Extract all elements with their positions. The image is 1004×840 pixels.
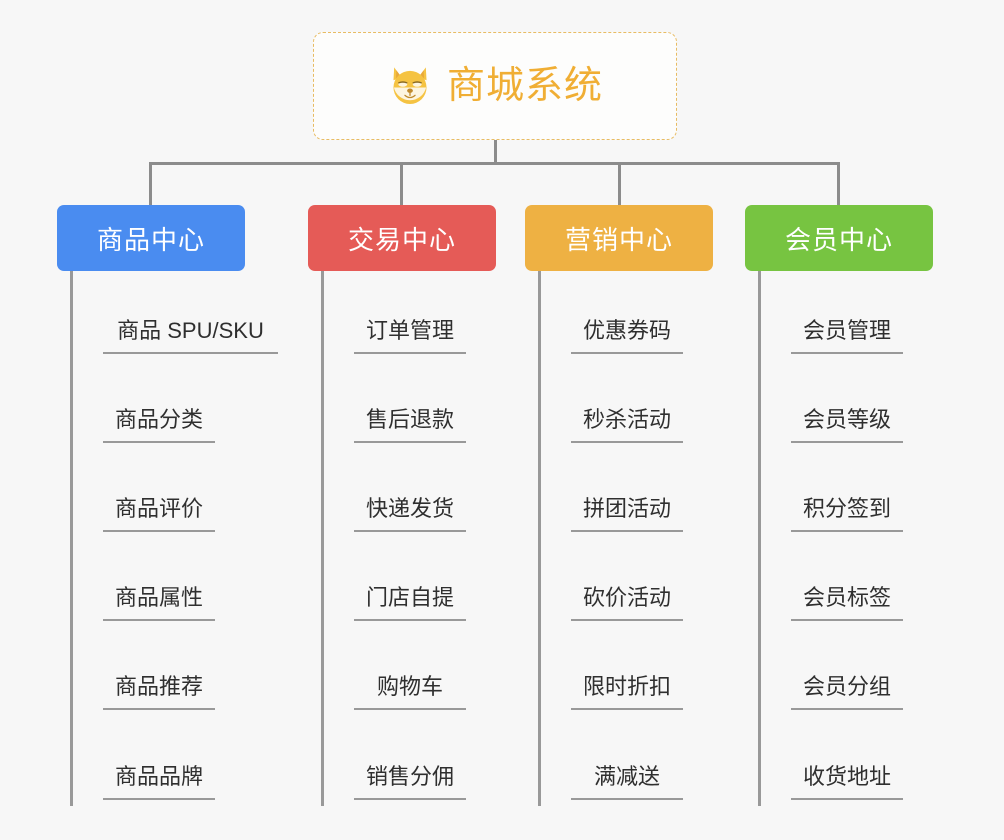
leaf-item[interactable]: 商品 SPU/SKU [70, 271, 278, 360]
leaf-label: 会员分组 [791, 669, 903, 710]
leaf-item[interactable]: 快递发货 [321, 449, 466, 538]
leaf-item[interactable]: 售后退款 [321, 360, 466, 449]
leaf-label: 售后退款 [354, 402, 466, 443]
leaf-label: 快递发货 [354, 491, 466, 532]
leaf-item[interactable]: 会员等级 [758, 360, 903, 449]
connector-branch-4-stem [837, 162, 840, 205]
branch-header-member-center[interactable]: 会员中心 [745, 205, 933, 271]
leaf-item[interactable]: 会员分组 [758, 627, 903, 716]
branch-header-marketing-center[interactable]: 营销中心 [525, 205, 713, 271]
branch-member-center: 会员中心 [745, 205, 933, 271]
leaf-item[interactable]: 限时折扣 [538, 627, 683, 716]
leaf-item[interactable]: 购物车 [321, 627, 466, 716]
root-title: 商城系统 [446, 65, 603, 107]
leaf-list-product-center: 商品 SPU/SKU 商品分类 商品评价 商品属性 商品推荐 商品品牌 [70, 271, 278, 806]
leaf-label: 满减送 [571, 759, 683, 800]
leaf-item[interactable]: 满减送 [538, 716, 683, 806]
leaf-label: 会员管理 [791, 313, 903, 354]
leaf-label: 积分签到 [791, 491, 903, 532]
leaf-item[interactable]: 商品属性 [70, 538, 278, 627]
leaf-item[interactable]: 商品评价 [70, 449, 278, 538]
leaf-item[interactable]: 优惠券码 [538, 271, 683, 360]
leaf-item[interactable]: 商品分类 [70, 360, 278, 449]
dog-face-emoji [387, 63, 433, 109]
root-node-shop-system[interactable]: 商城系统 [313, 32, 677, 140]
leaf-label: 门店自提 [354, 580, 466, 621]
leaf-label: 商品属性 [103, 580, 215, 621]
leaf-label: 会员等级 [791, 402, 903, 443]
leaf-label: 优惠券码 [571, 313, 683, 354]
leaf-item[interactable]: 收货地址 [758, 716, 903, 806]
leaf-item[interactable]: 门店自提 [321, 538, 466, 627]
leaf-item[interactable]: 砍价活动 [538, 538, 683, 627]
leaf-item[interactable]: 积分签到 [758, 449, 903, 538]
leaf-item[interactable]: 秒杀活动 [538, 360, 683, 449]
branch-product-center: 商品中心 [57, 205, 245, 271]
leaf-item[interactable]: 商品推荐 [70, 627, 278, 716]
leaf-label: 商品品牌 [103, 759, 215, 800]
leaf-list-member-center: 会员管理 会员等级 积分签到 会员标签 会员分组 收货地址 [758, 271, 903, 806]
connector-horizontal-bus [149, 162, 840, 165]
leaf-label: 商品分类 [103, 402, 215, 443]
leaf-item[interactable]: 订单管理 [321, 271, 466, 360]
leaf-list-trade-center: 订单管理 售后退款 快递发货 门店自提 购物车 销售分佣 [321, 271, 466, 806]
leaf-label: 销售分佣 [354, 759, 466, 800]
leaf-label: 砍价活动 [571, 580, 683, 621]
leaf-list-marketing-center: 优惠券码 秒杀活动 拼团活动 砍价活动 限时折扣 满减送 [538, 271, 683, 806]
leaf-label: 商品推荐 [103, 669, 215, 710]
leaf-label: 会员标签 [791, 580, 903, 621]
leaf-label: 收货地址 [791, 759, 903, 800]
leaf-label: 商品 SPU/SKU [103, 313, 278, 354]
leaf-item[interactable]: 销售分佣 [321, 716, 466, 806]
connector-branch-1-stem [149, 162, 152, 205]
leaf-item[interactable]: 商品品牌 [70, 716, 278, 806]
leaf-label: 拼团活动 [571, 491, 683, 532]
connector-branch-3-stem [618, 162, 621, 205]
leaf-label: 秒杀活动 [571, 402, 683, 443]
leaf-item[interactable]: 会员管理 [758, 271, 903, 360]
branch-trade-center: 交易中心 [308, 205, 496, 271]
branch-header-trade-center[interactable]: 交易中心 [308, 205, 496, 271]
leaf-item[interactable]: 会员标签 [758, 538, 903, 627]
leaf-label: 限时折扣 [571, 669, 683, 710]
leaf-item[interactable]: 拼团活动 [538, 449, 683, 538]
connector-branch-2-stem [400, 162, 403, 205]
connector-root-stem [494, 140, 497, 164]
branch-marketing-center: 营销中心 [525, 205, 713, 271]
leaf-label: 购物车 [354, 669, 466, 710]
leaf-label: 商品评价 [103, 491, 215, 532]
leaf-label: 订单管理 [354, 313, 466, 354]
branch-header-product-center[interactable]: 商品中心 [57, 205, 245, 271]
